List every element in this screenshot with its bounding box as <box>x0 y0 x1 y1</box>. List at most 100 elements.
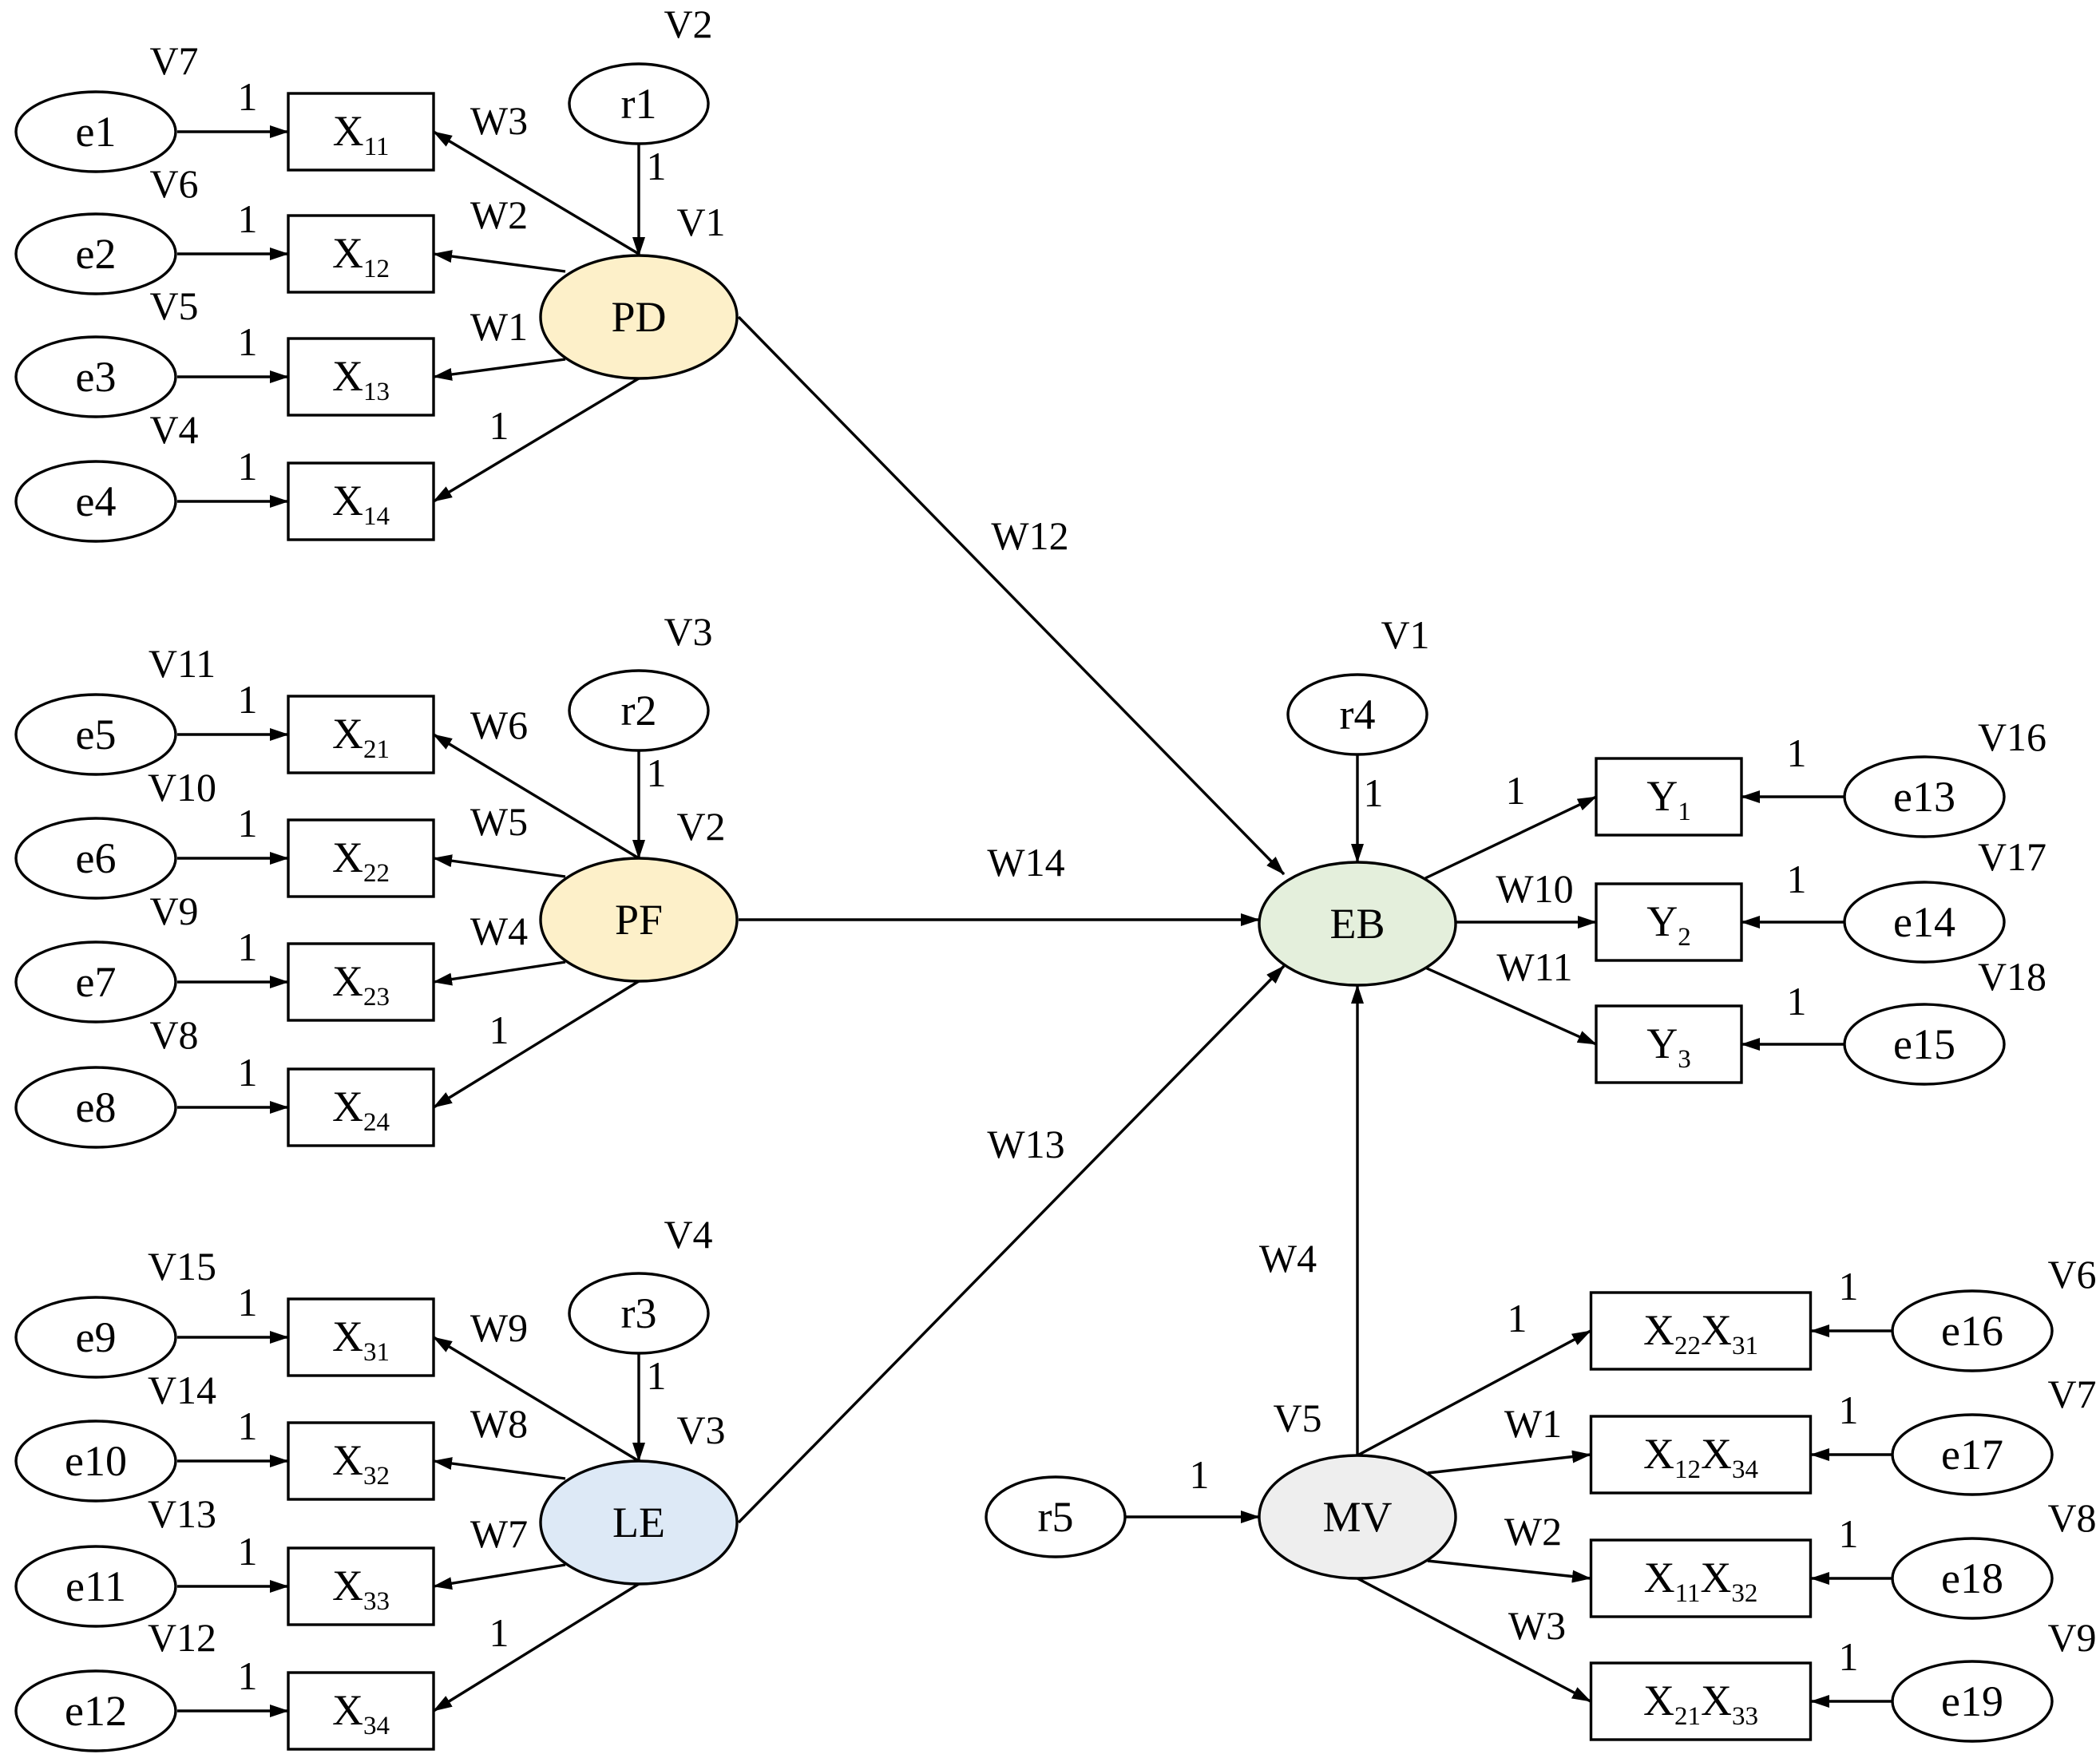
node-X21: X21 <box>287 695 435 774</box>
variance-label-e6: V10 <box>148 765 216 810</box>
path-label-MV-to-X11X32: W2 <box>1504 1509 1562 1554</box>
ellipse-r2 <box>568 669 710 752</box>
path-arrow-LE-to-X34 <box>433 1582 640 1713</box>
node-label-e6: e6 <box>76 834 117 882</box>
ellipse-e19 <box>1891 1660 2054 1743</box>
node-label-e13: e13 <box>1893 773 1955 821</box>
variance-label-PF: V2 <box>676 804 725 849</box>
box-Y2 <box>1595 882 1743 962</box>
path-label-MV-to-X12X34: W1 <box>1504 1401 1562 1446</box>
node-e10: e10 <box>14 1419 177 1503</box>
node-X24: X24 <box>287 1067 435 1147</box>
node-r1: r1 <box>568 62 710 145</box>
node-r3: r3 <box>568 1272 710 1355</box>
ellipse-e15 <box>1843 1003 2006 1086</box>
ellipse-e10 <box>14 1419 177 1503</box>
node-label-e3: e3 <box>76 353 117 401</box>
path-label-e5-to-X21: 1 <box>238 677 258 722</box>
path-label-MV-to-X21X33: W3 <box>1508 1603 1566 1648</box>
variance-label-PD: V1 <box>676 200 725 244</box>
ellipse-e8 <box>14 1066 177 1149</box>
variance-label-e4: V4 <box>149 407 198 452</box>
node-X32: X32 <box>287 1421 435 1501</box>
node-label-e11: e11 <box>65 1562 126 1610</box>
node-e14: e14 <box>1843 881 2006 964</box>
node-label-r3: r3 <box>621 1289 657 1337</box>
path-arrow-PF-to-X24 <box>433 980 640 1109</box>
box-X34 <box>287 1671 435 1751</box>
ellipse-e6 <box>14 817 177 900</box>
path-label-e16-to-X22X31: 1 <box>1839 1264 1859 1309</box>
node-label-r5: r5 <box>1038 1493 1074 1541</box>
ellipse-r5 <box>985 1475 1127 1558</box>
path-label-LE-to-X34: 1 <box>489 1610 509 1655</box>
path-label-LE-to-X33: W7 <box>470 1511 528 1556</box>
ellipse-e1 <box>14 90 177 173</box>
node-e7: e7 <box>14 940 177 1024</box>
node-e9: e9 <box>14 1296 177 1379</box>
node-label-e5: e5 <box>76 711 117 758</box>
node-e5: e5 <box>14 693 177 776</box>
node-e3: e3 <box>14 335 177 418</box>
node-label-PD: PD <box>611 293 666 341</box>
box-label-X23: X23 <box>332 957 390 1012</box>
node-e2: e2 <box>14 212 177 295</box>
ellipse-e7 <box>14 940 177 1024</box>
path-label-PD-to-X14: 1 <box>489 403 509 448</box>
path-label-MV-to-EB: W4 <box>1259 1236 1317 1281</box>
ellipse-r4 <box>1286 673 1428 756</box>
node-label-r2: r2 <box>621 687 657 734</box>
node-X22: X22 <box>287 818 435 898</box>
node-X11: X11 <box>287 92 435 172</box>
path-label-e8-to-X24: 1 <box>238 1050 258 1095</box>
path-arrow-LE-to-X32 <box>433 1457 566 1480</box>
ellipse-e12 <box>14 1669 177 1752</box>
box-label-Y1: Y1 <box>1646 772 1691 826</box>
box-label-X22X31: X22X31 <box>1643 1306 1758 1360</box>
box-X13 <box>287 337 435 417</box>
box-label-X24: X24 <box>332 1083 390 1137</box>
node-X31: X31 <box>287 1297 435 1377</box>
node-X12: X12 <box>287 214 435 294</box>
ellipse-e13 <box>1843 755 2006 838</box>
node-Y2: Y2 <box>1595 882 1743 962</box>
node-X13: X13 <box>287 337 435 417</box>
node-label-EB: EB <box>1329 900 1385 948</box>
node-X34: X34 <box>287 1671 435 1751</box>
path-arrow-PD-to-X12 <box>433 250 566 273</box>
node-r5: r5 <box>985 1475 1127 1558</box>
path-label-e18-to-X11X32: 1 <box>1839 1511 1859 1556</box>
path-arrow-MV-to-X12X34 <box>1427 1450 1591 1475</box>
node-label-e15: e15 <box>1893 1020 1955 1068</box>
variance-label-r2: V3 <box>664 609 712 654</box>
node-label-e8: e8 <box>76 1083 117 1131</box>
node-e11: e11 <box>14 1545 177 1628</box>
node-e17: e17 <box>1891 1413 2054 1496</box>
variance-label-e12: V12 <box>148 1615 216 1660</box>
ellipse-r3 <box>568 1272 710 1355</box>
variance-label-e14: V17 <box>1978 834 2047 879</box>
path-arrow-LE-to-EB <box>737 964 1286 1524</box>
node-e1: e1 <box>14 90 177 173</box>
path-label-r2-to-PF: 1 <box>647 750 667 795</box>
node-X14: X14 <box>287 461 435 541</box>
box-X23 <box>287 942 435 1022</box>
ellipse-e11 <box>14 1545 177 1628</box>
path-label-PD-to-X11: W3 <box>470 98 528 143</box>
box-X32 <box>287 1421 435 1501</box>
path-label-r4-to-EB: 1 <box>1364 770 1384 815</box>
node-e8: e8 <box>14 1066 177 1149</box>
path-arrow-LE-to-X31 <box>433 1336 640 1463</box>
box-label-X21: X21 <box>332 710 390 764</box>
box-Y3 <box>1595 1004 1743 1084</box>
path-arrow-PD-to-X13 <box>433 358 566 381</box>
path-label-PF-to-X22: W5 <box>470 799 528 844</box>
path-label-EB-to-Y3: W11 <box>1496 944 1572 989</box>
box-label-X11X32: X11X32 <box>1644 1554 1758 1608</box>
variance-label-e3: V5 <box>149 283 198 328</box>
path-label-PF-to-X23: W4 <box>470 909 528 953</box>
ellipse-e2 <box>14 212 177 295</box>
ellipse-e16 <box>1891 1289 2054 1372</box>
variance-label-e17: V7 <box>2047 1372 2096 1416</box>
node-label-e12: e12 <box>65 1687 127 1735</box>
